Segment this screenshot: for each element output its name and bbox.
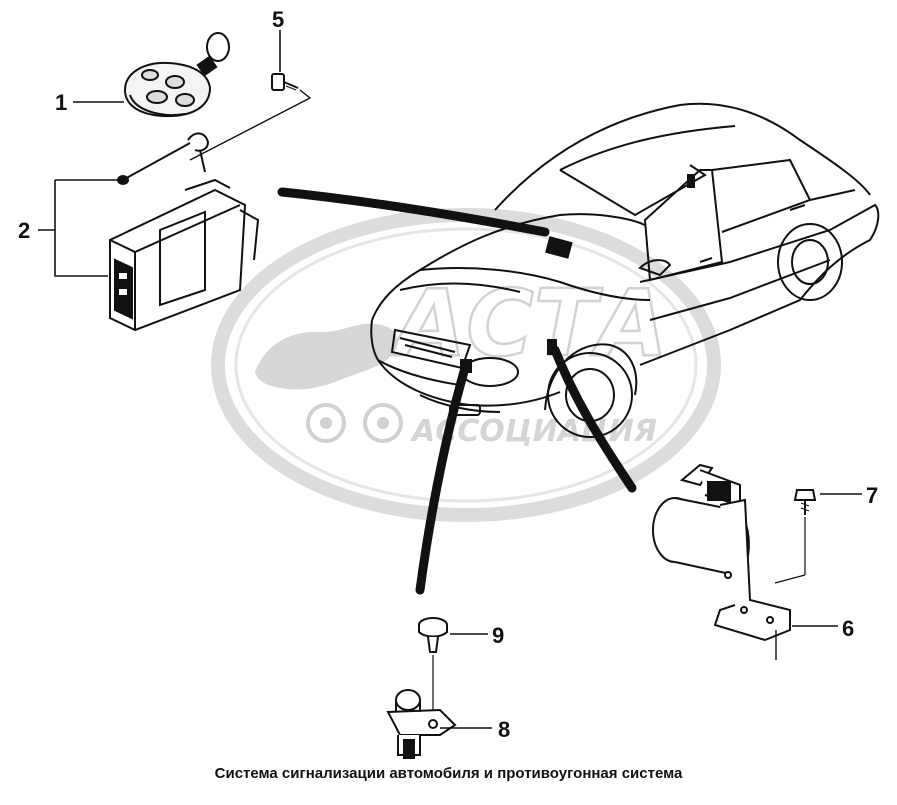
leader-lines: [277, 187, 637, 595]
callout-8: 8: [498, 717, 510, 742]
gear-icon: [363, 403, 403, 443]
diagram-caption: Система сигнализации автомобиля и против…: [214, 765, 683, 782]
screw-icon: [418, 617, 448, 653]
siren-icon: [652, 463, 791, 642]
switch-icon: [386, 689, 457, 759]
callout-6: 6: [842, 616, 854, 641]
callout-7: 7: [866, 483, 878, 508]
callout-5: 5: [272, 7, 284, 32]
bolt-icon: [793, 489, 817, 515]
gear-icon: [306, 403, 346, 443]
callout-9: 9: [492, 623, 504, 648]
key-fob-icon: [123, 32, 230, 118]
screw-icon: [271, 73, 299, 91]
callout-1: 1: [55, 90, 67, 115]
watermark-title: АСТА: [389, 270, 668, 377]
watermark-animal-icon: [255, 323, 398, 390]
callout-2: 2: [18, 218, 30, 243]
car-illustration: [370, 102, 880, 438]
